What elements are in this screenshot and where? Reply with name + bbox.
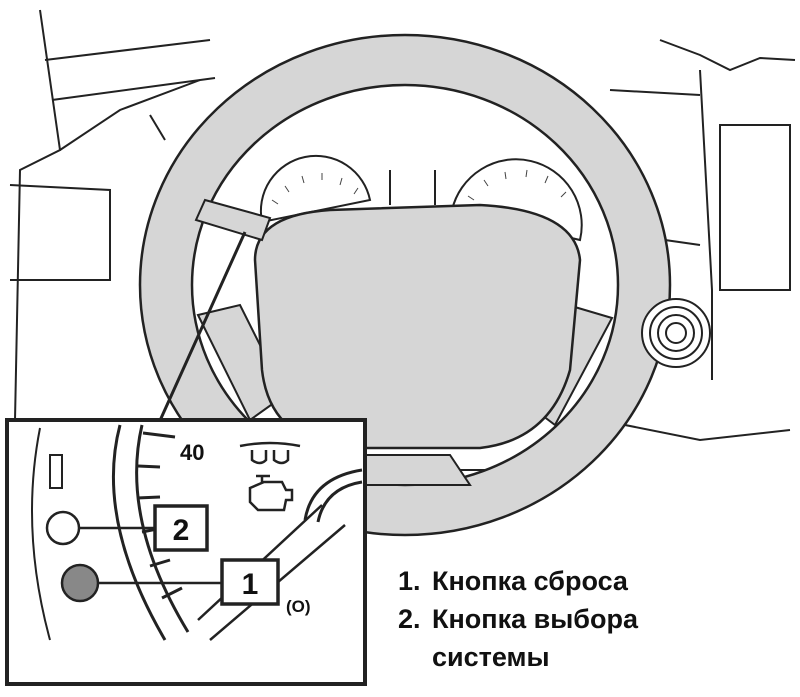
callout-box-1 xyxy=(220,558,280,606)
inset-contents: 40 2 1 (O) xyxy=(31,424,363,641)
reset-button xyxy=(60,563,100,603)
callout-2-number: 2 xyxy=(173,514,190,547)
legend: 1. Кнопка сброса 2. Кнопка выбора систем… xyxy=(398,562,788,676)
connector-line xyxy=(156,231,247,426)
gauge-label-40: 40 xyxy=(180,440,204,465)
legend-item-reset: 1. Кнопка сброса xyxy=(398,562,788,600)
gauge-ticks xyxy=(271,169,567,205)
ignition-switch xyxy=(641,298,711,368)
left-stalk xyxy=(194,198,272,242)
legend-number: 2. xyxy=(398,604,421,634)
callout-1-number: 1 xyxy=(242,568,259,601)
indicator-slot xyxy=(49,454,63,489)
legend-text: Кнопка выбора системы xyxy=(432,604,638,672)
inset-gauge-bezel xyxy=(111,424,190,641)
legend-text: Кнопка сброса xyxy=(432,566,628,596)
legend-item-select: 2. Кнопка выбора системы xyxy=(398,600,788,676)
legend-number: 1. xyxy=(398,566,421,596)
callout-box-2 xyxy=(153,504,209,552)
speedometer-gauge xyxy=(259,154,372,224)
small-symbol: (O) xyxy=(286,597,311,616)
glow-plug-icon xyxy=(239,441,301,465)
system-select-button xyxy=(45,510,81,546)
inset-frame xyxy=(5,418,367,686)
steering-hub xyxy=(253,203,582,450)
engine-check-icon xyxy=(248,474,294,512)
